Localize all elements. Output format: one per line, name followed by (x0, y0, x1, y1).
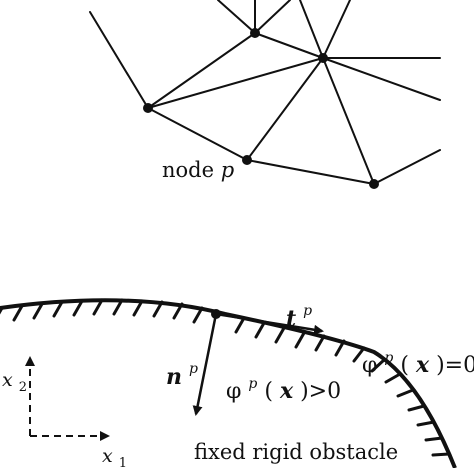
mesh-edge (322, 57, 441, 101)
normal-vector-arrow (192, 313, 218, 416)
x2-sub: 2 (19, 380, 27, 395)
phi-symbol: φ (362, 353, 377, 378)
obstacle-label: fixed rigid obstacle (194, 440, 398, 464)
tangent-vector-label: t p (286, 303, 312, 332)
mesh-edge (89, 11, 149, 109)
phi-x: x (279, 378, 294, 404)
mesh-node (318, 53, 328, 63)
phi-open: ( (264, 379, 273, 404)
phi-symbol: φ (226, 379, 241, 404)
mesh-node (369, 179, 379, 189)
mesh-edge (254, 0, 291, 34)
mesh-edge (299, 0, 324, 59)
phi-tail: )>0 (300, 379, 341, 404)
mesh-edge (373, 149, 441, 185)
mesh-node (242, 155, 252, 165)
tangent-sup: p (303, 303, 312, 319)
node-word: node (162, 158, 214, 182)
mesh-edge (254, 32, 324, 59)
phi-sup: p (248, 376, 257, 392)
phi-x: x (415, 352, 430, 378)
node-var: p (221, 158, 234, 182)
node-p-label: node p (162, 158, 234, 182)
mesh-edge (147, 57, 324, 109)
normal-vec: n (166, 364, 182, 390)
mesh-edge (322, 57, 375, 185)
mesh-edge (246, 159, 375, 185)
phi-positive-label: φ p ( x )>0 (226, 369, 341, 404)
x1-base: x (102, 445, 113, 467)
x2-base: x (2, 369, 13, 391)
x2-axis-label: x 2 (2, 369, 27, 395)
coordinate-axes (25, 356, 110, 441)
tangent-vector-arrow (215, 312, 324, 335)
mesh-edge (217, 0, 256, 34)
phi-tail: )=0 (436, 353, 474, 378)
x1-axis-label: x 1 (102, 445, 127, 468)
normal-sup: p (189, 361, 198, 377)
phi-sup: p (384, 350, 393, 366)
x1-sub: 1 (119, 456, 127, 468)
mesh-node (250, 28, 260, 38)
mesh-edge (147, 107, 248, 161)
mesh-edge (147, 32, 256, 109)
mesh-edge (322, 0, 351, 59)
mesh-edge (246, 57, 324, 161)
normal-vector-label: n p (166, 361, 198, 390)
tangent-vec: t (286, 306, 296, 332)
mesh-node (143, 103, 153, 113)
mesh-nodes (143, 28, 379, 189)
element-mesh (89, 0, 441, 185)
phi-zero-label: φ p ( x )=0 (362, 343, 474, 378)
phi-open: ( (400, 353, 409, 378)
obstacle-hatching (0, 298, 451, 457)
